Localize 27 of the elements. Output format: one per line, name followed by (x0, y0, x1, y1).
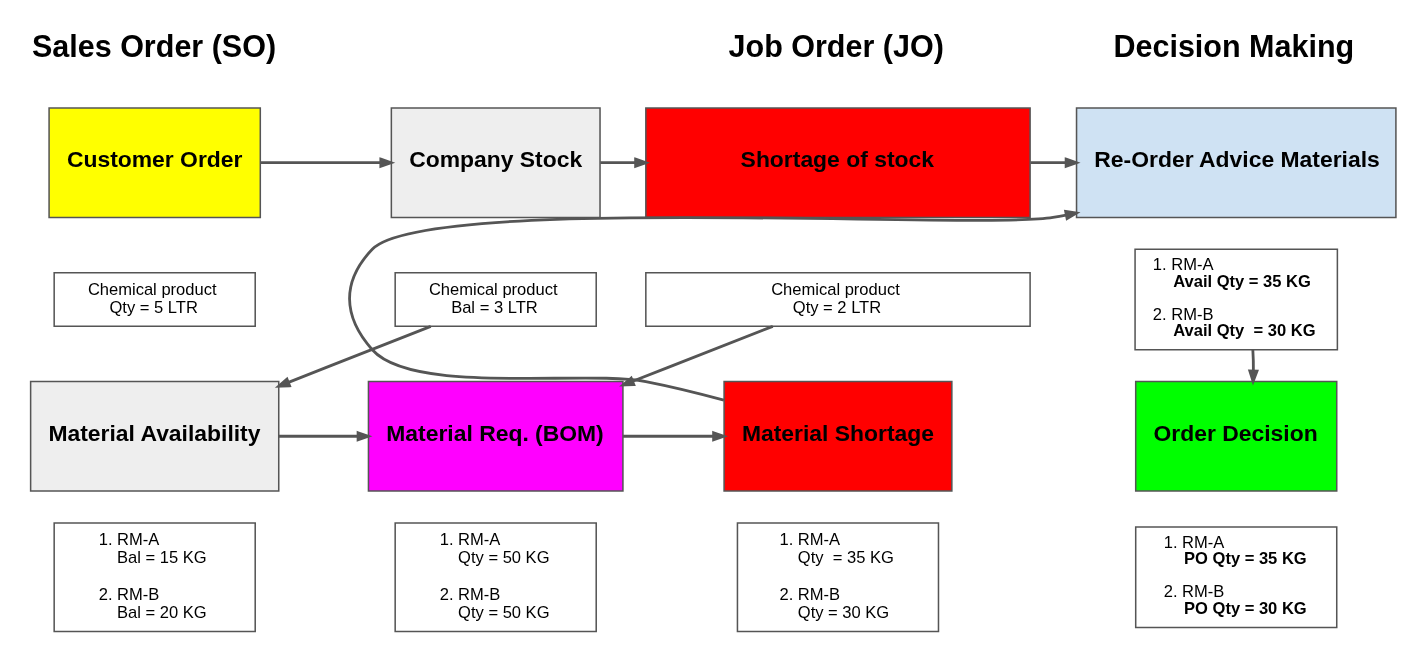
node-box: 1. RM-A Avail Qty = 35 KG 2. RM-B Avail Qty = 30 KG (1133, 248, 1338, 351)
node-box: 1. RM-A Bal = 15 KG 2. RM-B Bal = 20 KG (52, 522, 256, 633)
node-box: Material Req. (BOM) (367, 380, 624, 492)
label: Job Order (JO) (728, 29, 944, 64)
node-box: Material Availability (29, 380, 279, 492)
node-box: Material Shortage (722, 380, 953, 492)
node-box: Company Stock (390, 107, 601, 219)
label: Decision Making (1112, 29, 1354, 64)
arrow (1247, 349, 1259, 386)
arrow (278, 430, 372, 442)
arrow (274, 325, 431, 388)
arrow (347, 209, 1080, 402)
arrow (599, 157, 650, 169)
arrow (1030, 157, 1081, 169)
label: Sales Order (SO) (31, 29, 276, 64)
node-box: Order Decision (1134, 380, 1337, 492)
arrow (622, 430, 728, 442)
arrow (260, 157, 395, 169)
node-box: Customer Order (47, 107, 261, 219)
node-box: 1. RM-A Qty = 35 KG 2. RM-B Qty = 30 KG (736, 522, 939, 633)
node-box: Chemical product Qty = 2 LTR (644, 272, 1031, 327)
node-box: 1. RM-A PO Qty = 35 KG 2. RM-B PO Qty = 30 KG (1134, 526, 1337, 629)
node-box: Chemical product Qty = 5 LTR (52, 272, 256, 327)
node-box: Chemical product Bal = 3 LTR (393, 272, 597, 327)
node-box: 1. RM-A Qty = 50 KG 2. RM-B Qty = 50 KG (393, 522, 597, 633)
node-box: Shortage of stock (644, 107, 1031, 219)
node-box: Re-Order Advice Materials (1075, 107, 1397, 219)
